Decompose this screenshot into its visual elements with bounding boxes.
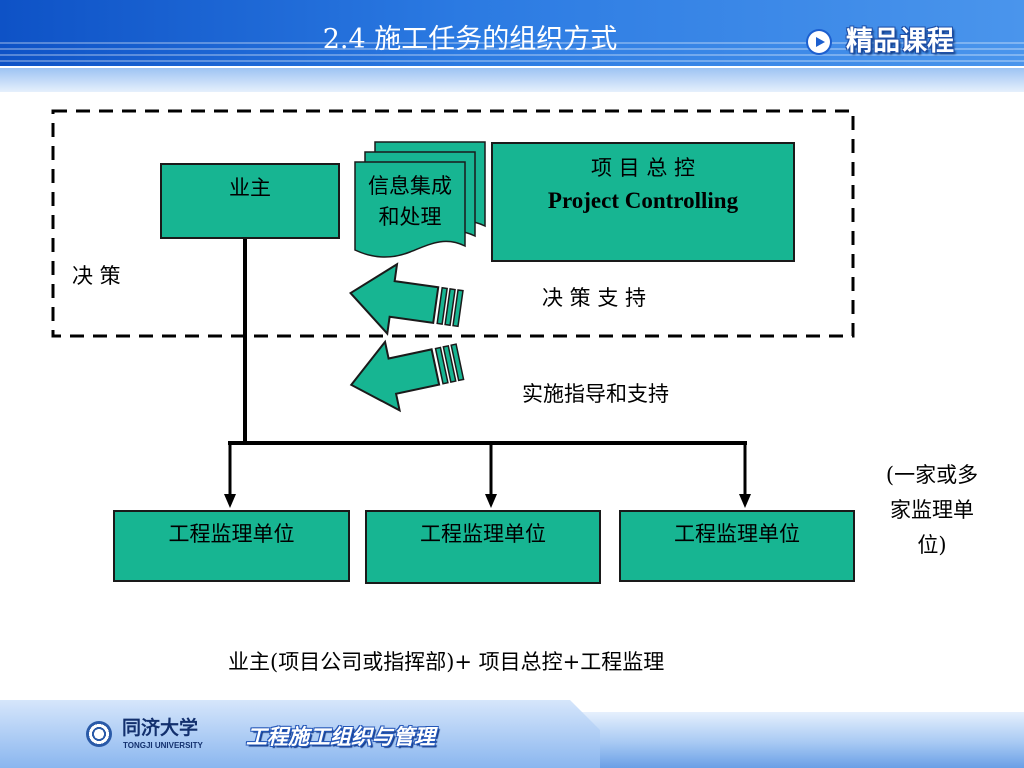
course-name: 工程施工组织与管理 xyxy=(246,725,435,749)
arrow-stripe xyxy=(436,286,448,325)
info-processing-line-2: 和处理 xyxy=(378,205,442,229)
supervisor-box-3: 工程监理单位 xyxy=(619,510,855,582)
play-circle-icon xyxy=(808,31,830,53)
supervisor-note-line-2: 家监理单 xyxy=(890,498,974,522)
info-processing-text: 信息集成 和处理 xyxy=(355,171,465,233)
supervisor-note-line-3: 位) xyxy=(917,533,947,557)
project-controlling-cn: 项 目 总 控 xyxy=(590,156,696,180)
supervisor-note: (一家或多 家监理单 位) xyxy=(864,458,1000,563)
organization-formula: 业主(项目公司或指挥部)+ 项目总控+工程监理 xyxy=(228,650,665,674)
supervisor-box-2: 工程监理单位 xyxy=(365,510,601,584)
decision-label: 决 策 xyxy=(72,264,121,288)
decision-support-label: 决 策 支 持 xyxy=(542,286,647,310)
header-bar xyxy=(0,0,1024,66)
doc-page-front xyxy=(354,161,466,258)
project-controlling-box: 项 目 总 控 Project Controlling xyxy=(491,142,795,262)
arrow-stripe xyxy=(452,289,464,328)
supervisor-label: 工程监理单位 xyxy=(674,522,800,546)
supervisor-label: 工程监理单位 xyxy=(420,522,546,546)
arrow-stripe xyxy=(442,344,457,383)
owner-box: 业主 xyxy=(160,163,340,239)
arrow-stripe xyxy=(450,343,465,382)
supervisor-note-line-1: (一家或多 xyxy=(885,463,979,487)
implementation-support-arrow xyxy=(349,339,465,413)
arrow-stripe xyxy=(444,288,456,327)
supervisor-label: 工程监理单位 xyxy=(168,522,295,546)
decision-zone-frame xyxy=(51,109,855,338)
arrow-down-icon xyxy=(739,494,751,508)
header-stripes xyxy=(0,42,1024,66)
slide-title: 2.4 施工任务的组织方式 xyxy=(322,24,618,55)
project-controlling-en: Project Controlling xyxy=(547,188,739,213)
course-logo[interactable]: 精品课程 xyxy=(806,24,976,60)
logo-text: 精品课程 xyxy=(846,26,954,57)
block-arrow-left-icon xyxy=(349,262,440,336)
university-name-en: TONGJI UNIVERSITY xyxy=(123,741,203,750)
university-seal-icon xyxy=(86,721,112,747)
header-lower-band xyxy=(0,68,1024,92)
university-name-cn: 同济大学 xyxy=(122,717,199,739)
implementation-label: 实施指导和支持 xyxy=(522,382,669,406)
info-processing-line-1: 信息集成 xyxy=(368,174,452,198)
arrow-stripe xyxy=(434,346,449,385)
block-arrow-left-icon xyxy=(349,339,441,413)
supervisor-box-1: 工程监理单位 xyxy=(113,510,350,582)
owner-label: 业主 xyxy=(229,176,271,200)
arrow-down-icon xyxy=(224,494,236,508)
arrow-down-icon xyxy=(485,494,497,508)
decision-support-arrow xyxy=(349,262,464,336)
